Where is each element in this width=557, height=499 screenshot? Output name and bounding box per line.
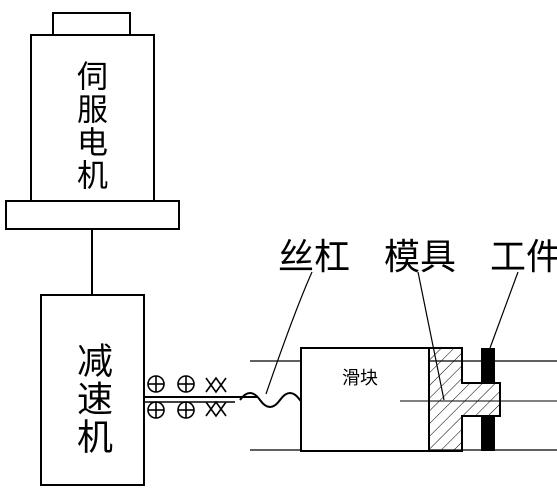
bearing-symbols xyxy=(147,375,227,419)
mold xyxy=(428,347,501,452)
bearing-icon xyxy=(177,375,195,393)
lead-screw-label: 丝杠 xyxy=(278,237,350,278)
mold-leader xyxy=(417,271,445,401)
servo-motor xyxy=(5,12,180,230)
lead-screw-leader xyxy=(265,271,313,395)
mold-label: 模具 xyxy=(384,237,456,278)
motor-flange xyxy=(5,200,180,230)
slider-block xyxy=(300,347,430,452)
workpiece-top xyxy=(481,348,495,383)
workpiece-bottom xyxy=(481,416,495,451)
servo-motor-label: 伺服电机 xyxy=(71,60,107,192)
angular-bearing-icon xyxy=(205,376,227,394)
bearing-icon xyxy=(177,401,195,419)
motor-body xyxy=(30,34,155,202)
bearing-icon xyxy=(147,375,165,393)
reducer-label: 减速机 xyxy=(71,342,112,456)
workpiece-label: 工件 xyxy=(490,237,557,278)
motor-top-cap xyxy=(52,12,131,36)
slider-label: 滑块 xyxy=(342,368,378,389)
bearing-icon xyxy=(147,401,165,419)
angular-bearing-icon xyxy=(205,400,227,418)
reducer-body xyxy=(40,294,145,486)
workpiece-leader xyxy=(489,271,519,349)
